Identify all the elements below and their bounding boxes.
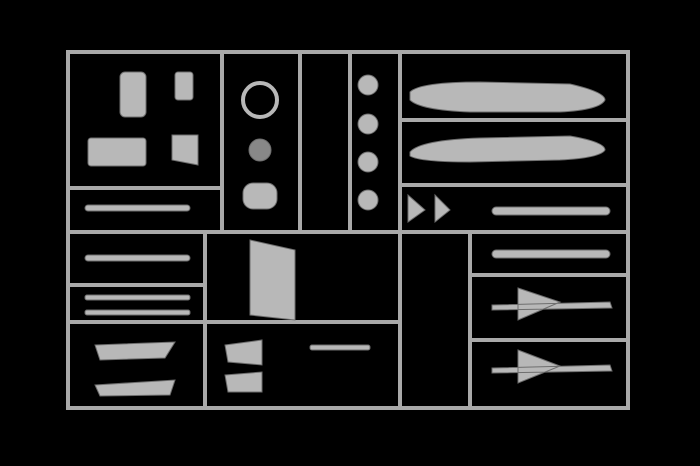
wing-part-1 [94, 341, 176, 361]
pylon-2 [84, 254, 191, 262]
fuel-tank-2 [409, 135, 606, 163]
rail-1 [84, 294, 191, 301]
panel-part [249, 239, 296, 321]
gear-door-2 [224, 371, 263, 393]
gear-door-1 [224, 339, 263, 366]
missile-3 [491, 287, 613, 321]
landing-gear-strut [309, 344, 371, 351]
sprue-frame [66, 50, 630, 410]
wing-part-2 [94, 379, 176, 397]
fins [407, 193, 451, 224]
bulkhead [171, 134, 199, 166]
small-part [174, 71, 194, 101]
canopy-ring [241, 81, 279, 119]
dome-part [248, 138, 272, 162]
rail-2 [84, 309, 191, 316]
kit-parts [84, 71, 613, 397]
instrument-panel [87, 137, 147, 167]
pylon-1 [84, 204, 191, 212]
missile-1 [491, 206, 611, 216]
seat-part [242, 182, 278, 210]
fuel-tank-1 [409, 81, 606, 113]
missile-4 [491, 349, 613, 384]
missile-2 [491, 249, 611, 259]
ejection-seat [119, 71, 147, 118]
wheels [357, 74, 379, 211]
